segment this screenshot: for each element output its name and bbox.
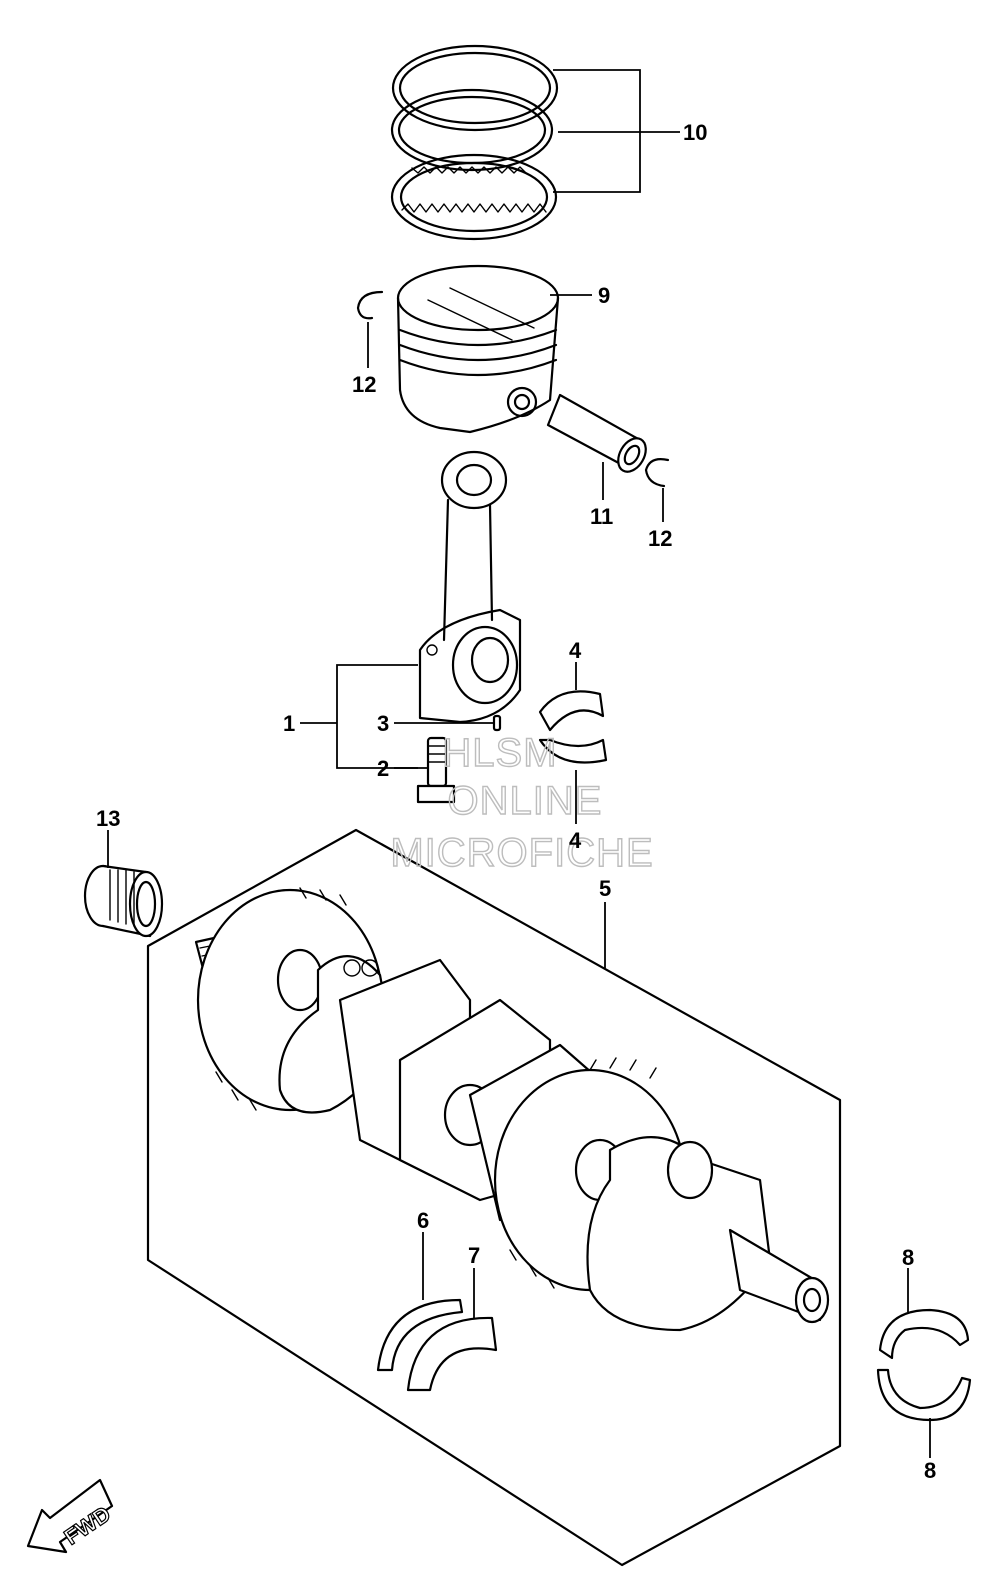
watermark-line-3: MICROFICHE [390,831,653,875]
dowel-pin [492,714,502,732]
callout-11: 11 [590,504,613,529]
callout-6: 6 [417,1208,429,1233]
main-bearings [876,1308,972,1422]
rod-bolt [416,736,456,804]
watermark: HLSM ONLINE MICROFICHE [390,730,654,875]
needle-bearing [83,864,164,938]
piston-rings [390,44,559,241]
watermark-line-2: ONLINE [448,779,603,823]
crankshaft-bounding-box [146,828,842,1567]
leader-lines [107,69,931,1458]
callout-8-bottom: 8 [924,1458,936,1483]
callout-12-top: 12 [352,372,376,397]
callout-2: 2 [377,756,389,781]
callout-numbers: 10 9 12 11 12 4 1 3 2 4 13 5 6 7 8 8 [96,120,936,1483]
callout-1: 1 [283,711,295,736]
fwd-arrow: FWD [26,1478,116,1554]
piston [396,264,560,434]
crankshaft [194,887,830,1332]
callout-8-top: 8 [902,1245,914,1270]
watermark-line-1: HLSM [442,731,557,775]
callout-4-bottom: 4 [569,828,582,853]
callout-5: 5 [599,876,611,901]
callout-3: 3 [377,711,389,736]
fwd-arrow-shape [26,1478,114,1554]
callout-7: 7 [468,1243,480,1268]
rod-bearings [538,690,608,764]
callout-10: 10 [683,120,707,145]
callout-13: 13 [96,806,120,831]
piston-pin [546,393,647,473]
callout-9: 9 [598,283,610,308]
circlips [356,290,670,488]
connecting-rod [418,450,522,724]
callout-12-bottom: 12 [648,526,672,551]
callout-4-top: 4 [569,638,582,663]
thrust-bearings [376,1298,498,1392]
